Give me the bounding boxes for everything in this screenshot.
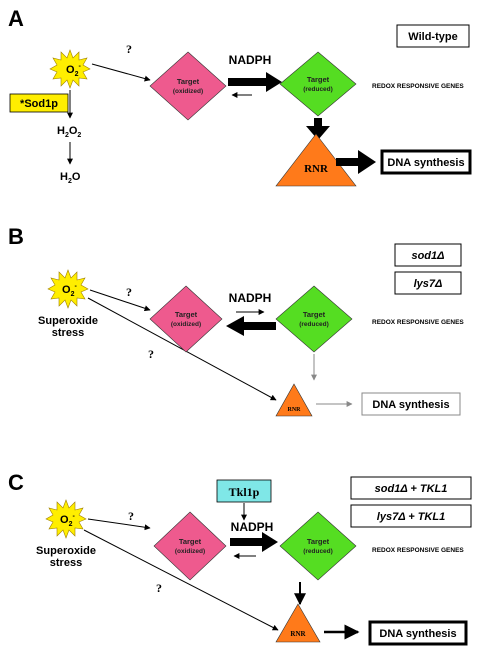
genotype-label-a: Wild-type (408, 31, 457, 43)
arrow-to-rnr-a (306, 118, 330, 140)
sod1p-box (9, 93, 69, 113)
sod1p-label: *Sod1p (20, 98, 58, 110)
svg-text:RNR: RNR (304, 163, 329, 175)
redox-genes-label-c: REDOX RESPONSIVE GENES (372, 547, 464, 554)
svg-text:O2-: O2- (62, 283, 77, 298)
svg-text:Target: Target (179, 537, 202, 546)
dna-label-a: DNA synthesis (387, 157, 464, 169)
arrow-nadph-forward-a (228, 72, 282, 92)
genotype-box-b-2 (394, 271, 462, 295)
tkl1p-label: Tkl1p (229, 485, 260, 499)
target-reduced-b: Target (reduced) (275, 285, 353, 353)
redox-genes-label-b: REDOX RESPONSIVE GENES (372, 319, 464, 326)
genotype-label-c-2: lys7Δ + TKL1 (377, 511, 445, 523)
nadph-label-c: NADPH (231, 520, 274, 534)
svg-text:(oxidized): (oxidized) (171, 321, 201, 328)
question-mark-c-1: ? (128, 509, 134, 523)
rnr-triangle-a: RNR (275, 133, 357, 187)
target-oxidized-a: Target (oxidized) (149, 51, 227, 121)
svg-text:O2-: O2- (66, 63, 81, 78)
arrow-star-target-a (91, 63, 151, 82)
h2o2-label: H2O2 (57, 125, 81, 139)
superoxide-star-a: O2- (49, 49, 91, 89)
target-oxidized-c: Target (oxidized) (153, 511, 227, 581)
target-reduced-c: Target (reduced) (279, 511, 357, 581)
h2o-label: H2O (60, 171, 81, 185)
genotype-box-b-1 (394, 243, 462, 267)
question-mark-b-2: ? (148, 347, 154, 361)
dna-label-c: DNA synthesis (379, 628, 456, 640)
panel-a: A O2- ? Target (oxidized) NADPH Target (… (8, 6, 472, 187)
genotype-box-c-1 (350, 476, 472, 500)
question-mark-b-1: ? (126, 285, 132, 299)
rnr-triangle-c: RNR (275, 603, 321, 643)
svg-text:O2-: O2- (60, 513, 75, 528)
stress-label-b-2: stress (52, 327, 84, 339)
panel-letter-b: B (8, 224, 24, 249)
dna-box-c (368, 620, 468, 646)
svg-text:(reduced): (reduced) (299, 321, 329, 328)
panel-c: C O2- Superoxide stress ? ? Tkl1p Target… (8, 470, 472, 646)
arrow-nadph-backward-b (226, 316, 276, 336)
panel-letter-c: C (8, 470, 24, 495)
dna-box-b (361, 392, 461, 416)
stress-label-c-2: stress (50, 557, 82, 569)
genotype-box-a (396, 24, 470, 48)
redox-genes-label-a: REDOX RESPONSIVE GENES (372, 83, 464, 90)
stress-label-b-1: Superoxide (38, 315, 98, 327)
svg-text:RNR: RNR (290, 630, 306, 638)
target-reduced-a: Target (reduced) (279, 51, 357, 117)
svg-text:Target: Target (307, 537, 330, 546)
dna-box-a (380, 149, 472, 175)
genotype-label-b-1: sod1Δ (411, 250, 444, 262)
svg-text:(oxidized): (oxidized) (173, 88, 203, 95)
arrow-star-target-c (87, 518, 151, 531)
svg-text:(oxidized): (oxidized) (175, 548, 205, 555)
arrow-star-target-b (89, 289, 151, 312)
svg-text:Target: Target (177, 77, 200, 86)
dna-label-b: DNA synthesis (372, 399, 449, 411)
nadph-label-b: NADPH (229, 291, 272, 305)
genotype-label-b-2: lys7Δ (414, 278, 443, 290)
svg-text:(reduced): (reduced) (303, 548, 333, 555)
question-mark-c-2: ? (156, 581, 162, 595)
genotype-box-c-2 (350, 504, 472, 528)
stress-label-c-1: Superoxide (36, 545, 96, 557)
panel-b: B O2- Superoxide stress ? ? Target (oxid… (8, 224, 464, 417)
svg-text:RNR: RNR (288, 407, 302, 413)
svg-text:Target: Target (303, 310, 326, 319)
question-mark-a: ? (126, 42, 132, 56)
target-oxidized-b: Target (oxidized) (149, 285, 223, 353)
svg-text:Target: Target (175, 310, 198, 319)
arrow-star-rnr-b (87, 297, 277, 401)
svg-text:Target: Target (307, 75, 330, 84)
rnr-triangle-b: RNR (275, 383, 313, 417)
arrow-to-dna-a (336, 150, 376, 174)
tkl1p-box (216, 479, 272, 503)
genotype-label-c-1: sod1Δ + TKL1 (375, 483, 448, 495)
superoxide-star-c: O2- (45, 499, 87, 539)
superoxide-star-b: O2- (47, 269, 89, 309)
svg-text:(reduced): (reduced) (303, 86, 333, 93)
arrow-nadph-forward-c (230, 532, 278, 552)
panel-letter-a: A (8, 6, 24, 31)
nadph-label-a: NADPH (229, 53, 272, 67)
arrow-star-rnr-c (83, 529, 279, 631)
